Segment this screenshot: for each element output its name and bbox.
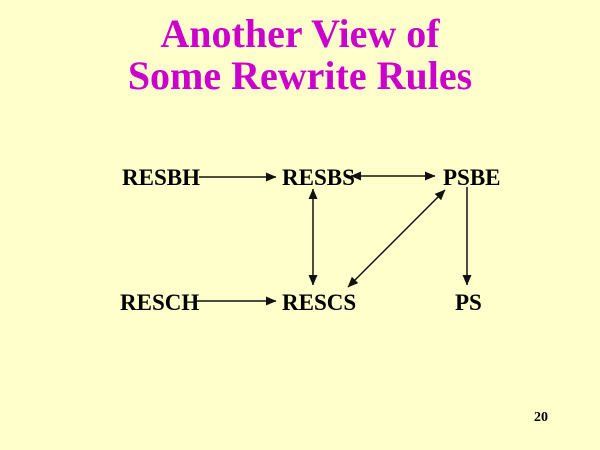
node-RESBH: RESBH bbox=[122, 165, 200, 190]
node-RESBS: RESBS bbox=[282, 165, 355, 190]
title-line-1: Another View of bbox=[160, 11, 440, 56]
node-RESCS: RESCS bbox=[282, 290, 357, 315]
node-PSBE: PSBE bbox=[443, 165, 501, 190]
title-line-2: Some Rewrite Rules bbox=[127, 53, 473, 98]
node-RESCH: RESCH bbox=[120, 290, 200, 315]
slide-title: Another View of Some Rewrite Rules bbox=[0, 13, 600, 97]
page-number: 20 bbox=[534, 410, 548, 425]
arrow-RESCS-to-PSBE bbox=[347, 189, 446, 288]
node-PS: PS bbox=[455, 290, 482, 315]
